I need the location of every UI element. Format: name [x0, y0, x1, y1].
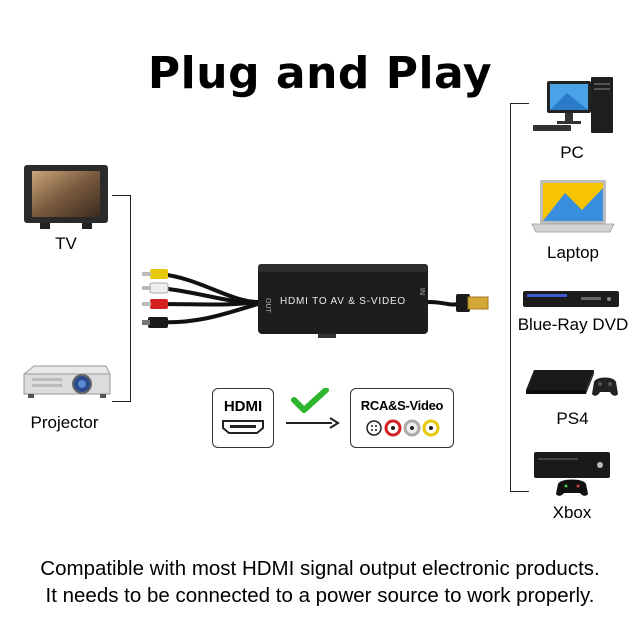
out-port-label: OUT	[264, 298, 271, 314]
pc-label: PC	[560, 143, 584, 162]
tv-label: TV	[55, 234, 77, 253]
rca-svideo-badge: RCA&S-Video	[350, 388, 454, 448]
input-bracket	[510, 103, 529, 492]
converter-label: HDMI TO AV & S-VIDEO	[280, 296, 406, 307]
footer-line-2: It needs to be connected to a power sour…	[45, 584, 595, 607]
hdmi-cable	[427, 300, 459, 307]
rca-plug-red	[142, 299, 168, 309]
xbox-console-icon	[532, 450, 612, 498]
rca-svideo-badge-text: RCA&S-Video	[360, 398, 444, 413]
laptop-label: Laptop	[547, 243, 599, 262]
hdmi-port-icon	[222, 420, 264, 434]
output-bracket	[112, 195, 131, 402]
laptop-icon	[530, 178, 616, 236]
rca-plug-yellow	[142, 269, 168, 279]
ps4-label: PS4	[556, 409, 589, 428]
check-icon	[291, 388, 329, 413]
ps4-console-icon	[524, 366, 620, 400]
projector-icon	[20, 362, 112, 402]
arrow-right-icon	[286, 417, 340, 429]
svideo-plug	[142, 317, 168, 328]
desktop-pc-icon	[527, 75, 617, 137]
bluray-label: Blue-Ray DVD	[517, 315, 629, 334]
xbox-label: Xbox	[552, 503, 592, 522]
crt-tv-icon	[22, 163, 110, 233]
hdmi-badge: HDMI	[212, 388, 274, 448]
in-port-label: IN	[418, 288, 425, 295]
rca-plug-white	[142, 282, 169, 294]
hdmi-badge-text: HDMI	[223, 398, 263, 415]
page-title: Plug and Play	[147, 48, 493, 99]
projector-label: Projector	[30, 413, 99, 432]
bluray-player-icon	[521, 288, 621, 310]
footer-line-1: Compatible with most HDMI signal output …	[40, 557, 600, 580]
converter-illustration: HDMI TO AV & S-VIDEO OUT IN	[140, 258, 510, 348]
av-ports-icon	[366, 419, 440, 437]
